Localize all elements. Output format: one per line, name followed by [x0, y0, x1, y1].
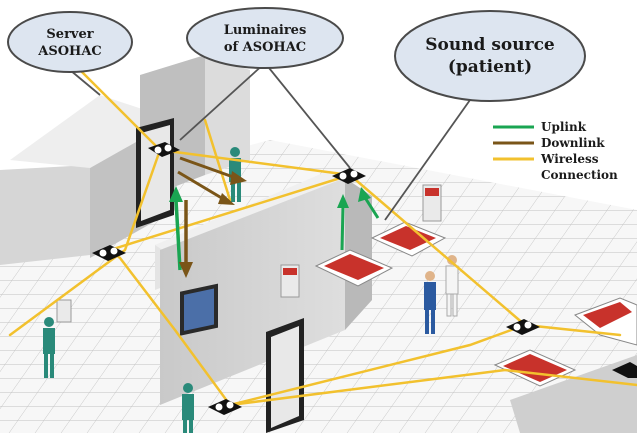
luminaire-left	[92, 245, 126, 261]
callout-server: Server ASOHAC	[7, 11, 133, 73]
downlink-arrows	[177, 156, 247, 278]
uplink-arrow-2	[340, 205, 345, 251]
wireless-server-to-luminaire	[78, 68, 162, 152]
luminaire-right	[506, 319, 540, 335]
callout-sound-source-line-1: Sound source	[425, 35, 555, 55]
wireless-luminaire-to-luminaire	[158, 148, 352, 177]
legend-item-uplink: Uplink	[493, 120, 587, 134]
nurse-person	[424, 271, 436, 334]
bed-1	[370, 221, 447, 257]
callout-server-line-2: ASOHAC	[37, 44, 102, 59]
callout-sound-source-line-2: (patient)	[448, 57, 532, 77]
monitor-cart-2	[280, 264, 300, 298]
wireless-left-floor	[8, 148, 162, 337]
wireless-wall-line	[203, 118, 232, 202]
monitor-cart-1	[422, 184, 442, 222]
uplink-arrow-3	[362, 195, 380, 219]
doctor-person	[445, 255, 459, 317]
wireless-front-path	[228, 323, 527, 407]
bed-2	[314, 249, 394, 287]
downlink-arrow-3	[177, 170, 226, 202]
legend-item-wireless: Wireless Connection	[493, 152, 618, 182]
luminaire-front	[208, 399, 242, 415]
luminaire-right-far	[612, 362, 637, 378]
wireless-front-right	[228, 368, 637, 407]
staff-person-2	[43, 317, 55, 378]
callout-server-line-1: Server	[46, 27, 93, 42]
uplink-arrows	[169, 186, 380, 271]
staff-person-3	[182, 383, 194, 433]
wall-screen	[180, 283, 218, 336]
legend-label-wireless-line-1: Wireless	[540, 152, 599, 166]
legend-label-downlink: Downlink	[541, 136, 605, 150]
uplink-arrow-1	[174, 199, 182, 271]
callout-luminaires-line-2: of ASOHAC	[224, 40, 306, 55]
callout-pointers	[69, 62, 471, 221]
legend-label-wireless-line-2: Connection	[541, 168, 618, 182]
luminaire-corridor	[332, 168, 366, 184]
callout-luminaires: Luminaires of ASOHAC	[186, 7, 344, 69]
left-wall	[0, 95, 175, 265]
luminaire-back-room	[148, 142, 180, 157]
callout-sound-source: Sound source (patient)	[394, 10, 586, 102]
right-front-wall	[510, 355, 637, 433]
callout-luminaires-line-1: Luminaires	[224, 23, 307, 38]
monitor-cart-3	[56, 299, 72, 323]
legend: Uplink Downlink Wireless Connection	[493, 120, 618, 182]
downlink-arrow-2	[179, 156, 237, 180]
legend-item-downlink: Downlink	[493, 136, 605, 150]
legend-label-uplink: Uplink	[541, 120, 587, 134]
wireless-room-luminaire-path	[107, 173, 352, 407]
